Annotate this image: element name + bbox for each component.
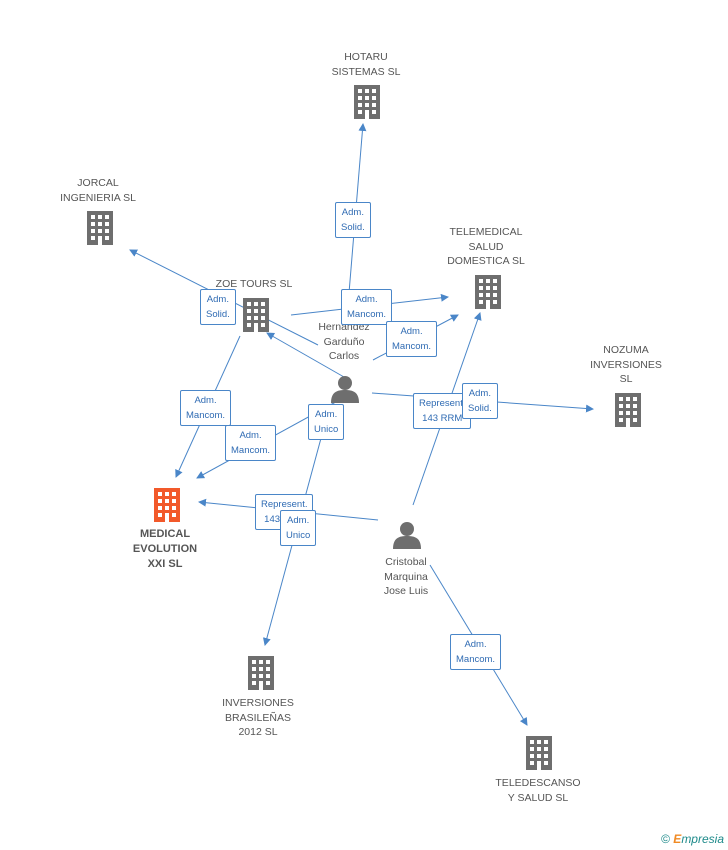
- company-label-hotaru[interactable]: HOTARU SISTEMAS SL: [331, 51, 401, 78]
- company-building-icon[interactable]: [475, 275, 501, 309]
- person-icon[interactable]: [393, 522, 421, 549]
- company-building-icon[interactable]: [248, 656, 274, 690]
- entity-nodes: [87, 85, 641, 770]
- person-label-cristobal[interactable]: Cristobal Marquina Jose Luis: [383, 556, 429, 597]
- relation-label-r1: Adm. Solid.: [335, 202, 371, 238]
- company-building-icon[interactable]: [615, 393, 641, 427]
- relation-label-r4: Adm. Mancom.: [386, 321, 438, 357]
- relation-label-r3: Adm. Mancom.: [341, 289, 393, 325]
- relation-label-r5: Adm. Mancom.: [180, 390, 232, 426]
- relation-label-r11: Adm. Unico: [280, 510, 317, 546]
- relation-label-r9: Adm. Solid.: [462, 383, 498, 419]
- copyright-footer: © Empresia: [661, 832, 724, 846]
- company-label-nozuma[interactable]: NOZUMA INVERSIONES SL: [590, 344, 662, 385]
- relation-label-r2: Adm. Solid.: [200, 289, 236, 325]
- copyright-icon: ©: [661, 832, 670, 846]
- relation-label-r7: Adm. Unico: [308, 404, 345, 440]
- relation-arrow: [266, 332, 345, 378]
- company-building-icon[interactable]: [154, 488, 180, 522]
- company-label-jorcal[interactable]: JORCAL INGENIERIA SL: [60, 177, 136, 204]
- company-label-medical[interactable]: MEDICAL EVOLUTION XXI SL: [132, 528, 198, 570]
- company-label-inversiones[interactable]: INVERSIONES BRASILEÑAS 2012 SL: [222, 697, 294, 738]
- person-label-hernandez[interactable]: Hernandez Garduño Carlos: [318, 321, 370, 362]
- company-building-icon[interactable]: [243, 298, 269, 332]
- company-building-icon[interactable]: [354, 85, 380, 119]
- company-building-icon[interactable]: [87, 211, 113, 245]
- company-label-zoe[interactable]: ZOE TOURS SL: [215, 278, 293, 290]
- company-label-teledescanso[interactable]: TELEDESCANSO Y SALUD SL: [495, 777, 581, 804]
- brand-logo-e: E: [673, 832, 682, 846]
- company-label-telemedical[interactable]: TELEMEDICAL SALUD DOMESTICA SL: [447, 226, 525, 267]
- person-icon[interactable]: [331, 376, 359, 403]
- relation-label-r6: Adm. Mancom.: [225, 425, 277, 461]
- relation-label-r8: Represent. 143 RRM: [413, 393, 472, 429]
- relation-label-r12: Adm. Mancom.: [450, 634, 502, 670]
- company-building-icon[interactable]: [526, 736, 552, 770]
- brand-name: mpresia: [681, 832, 724, 846]
